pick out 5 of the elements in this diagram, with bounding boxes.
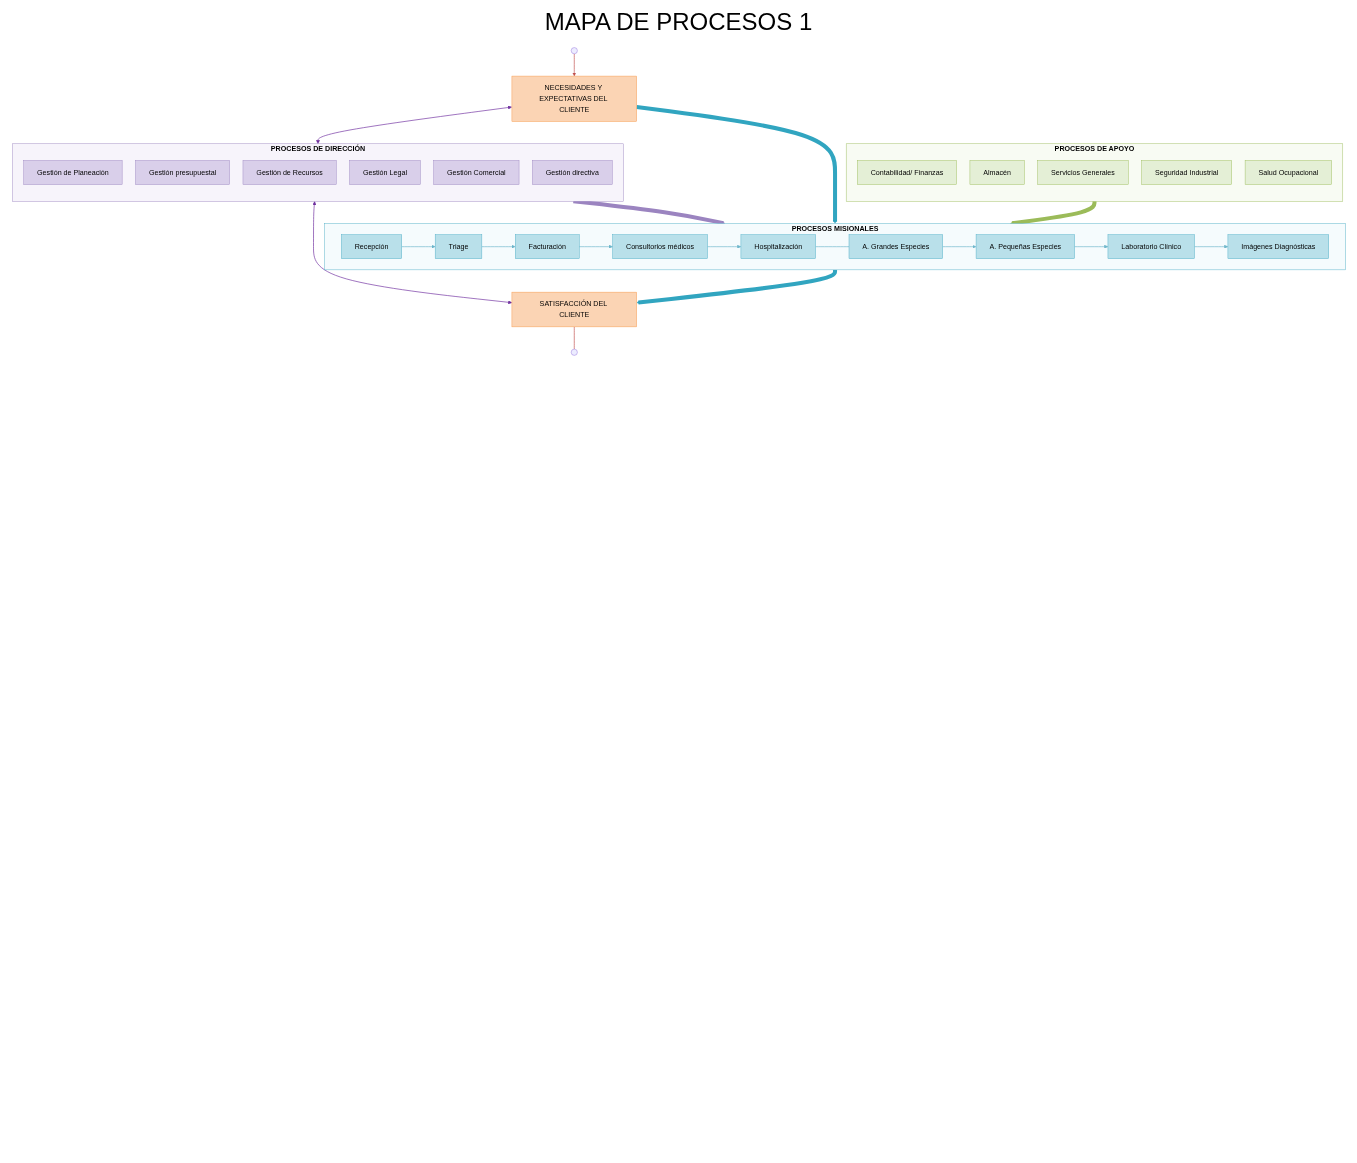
arrow <box>635 104 837 224</box>
connector <box>814 246 849 248</box>
arrow <box>635 269 837 305</box>
diagram-title: MAPA DE PROCESOS 1 <box>543 8 814 36</box>
connector <box>573 326 575 350</box>
